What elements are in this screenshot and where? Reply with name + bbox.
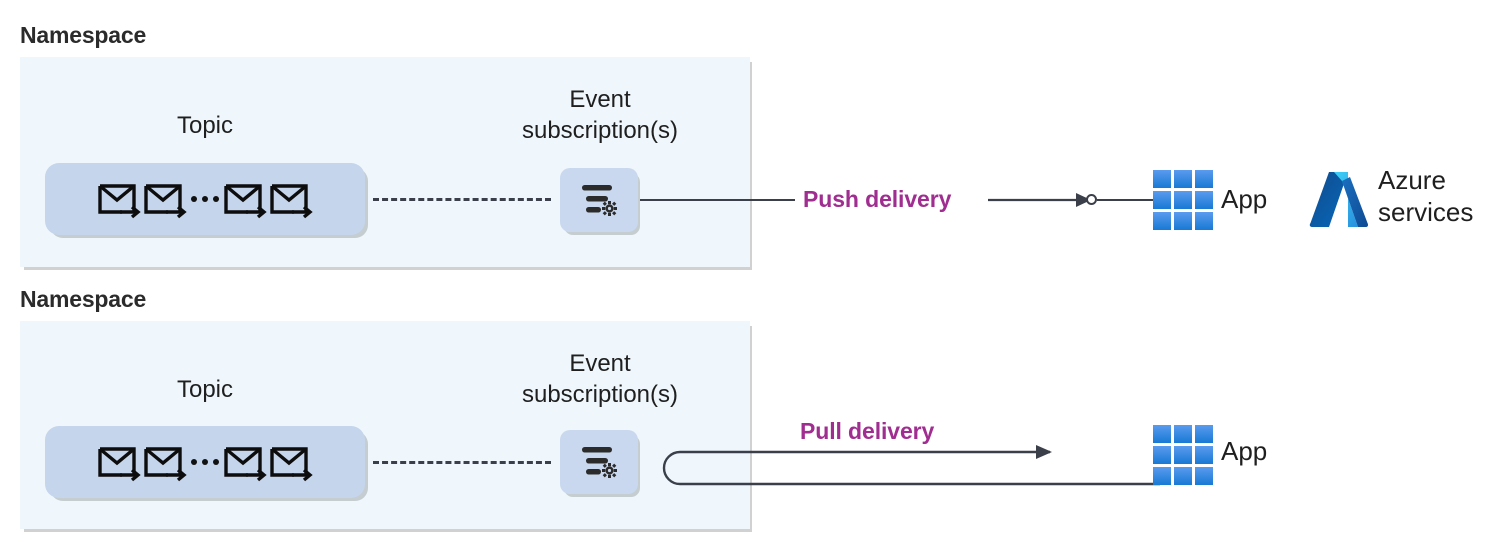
- pull-delivery-arrow: [650, 438, 1160, 498]
- pull-delivery-label: Pull delivery: [800, 418, 935, 444]
- envelope-forward-icon: [142, 440, 188, 484]
- ellipsis-dots-icon: [188, 196, 222, 202]
- app-grid-cell: [1195, 212, 1213, 230]
- topic-subscription-connector-pull: [373, 461, 551, 464]
- namespace-title-push: Namespace: [20, 22, 147, 48]
- topic-label-push: Topic: [176, 112, 234, 139]
- app-grid-cell: [1153, 191, 1171, 209]
- app-grid-icon: [1153, 170, 1213, 230]
- ellipsis-dot: [202, 459, 208, 465]
- envelope-forward-icon: [96, 440, 142, 484]
- filter-settings-icon: [577, 178, 621, 223]
- app-grid-icon: [1153, 425, 1213, 485]
- ellipsis-dots-icon: [188, 459, 222, 465]
- app-grid-cell: [1153, 467, 1171, 485]
- ellipsis-dot: [191, 196, 197, 202]
- app-grid-cell: [1195, 425, 1213, 443]
- app-label-push: App: [1221, 184, 1268, 214]
- app-grid-cell: [1195, 170, 1213, 188]
- app-grid-cell: [1195, 191, 1213, 209]
- subscription-tile-push[interactable]: [560, 168, 638, 232]
- envelope-forward-icon: [96, 177, 142, 221]
- app-grid-cell: [1174, 212, 1192, 230]
- app-grid-cell: [1153, 170, 1171, 188]
- ellipsis-dot: [213, 196, 219, 202]
- ellipsis-dot: [202, 196, 208, 202]
- envelope-forward-icon: [142, 177, 188, 221]
- envelope-forward-icon: [268, 440, 314, 484]
- push-arrow: [988, 188, 1100, 212]
- app-grid-cell: [1195, 446, 1213, 464]
- ellipsis-dot: [191, 459, 197, 465]
- app-grid-cell: [1174, 446, 1192, 464]
- topic-pill-push[interactable]: [45, 163, 365, 235]
- app-grid-cell: [1174, 425, 1192, 443]
- topic-subscription-connector-push: [373, 198, 551, 201]
- envelope-forward-icon: [268, 177, 314, 221]
- subscription-label-pull: Event subscription(s): [521, 350, 679, 408]
- app-grid-cell: [1153, 446, 1171, 464]
- subscription-tile-pull[interactable]: [560, 430, 638, 494]
- app-label-pull: App: [1221, 436, 1268, 466]
- ellipsis-dot: [213, 459, 219, 465]
- azure-services-label: Azure services: [1378, 165, 1474, 227]
- endpoint-circle-icon: [1086, 194, 1097, 205]
- topic-label-pull: Topic: [176, 376, 234, 403]
- app-grid-cell: [1174, 467, 1192, 485]
- app-grid-cell: [1195, 467, 1213, 485]
- push-delivery-label: Push delivery: [803, 186, 952, 212]
- topic-pill-pull[interactable]: [45, 426, 365, 498]
- app-grid-cell: [1174, 170, 1192, 188]
- endpoint-to-app-line-push: [1097, 199, 1155, 201]
- azure-logo-icon: [1306, 167, 1370, 233]
- app-grid-cell: [1174, 191, 1192, 209]
- subscription-label-push: Event subscription(s): [521, 86, 679, 144]
- app-grid-cell: [1153, 425, 1171, 443]
- envelope-forward-icon: [222, 440, 268, 484]
- push-line-left: [640, 199, 795, 201]
- envelope-forward-icon: [222, 177, 268, 221]
- namespace-title-pull: Namespace: [20, 286, 147, 312]
- app-grid-cell: [1153, 212, 1171, 230]
- filter-settings-icon: [577, 440, 621, 485]
